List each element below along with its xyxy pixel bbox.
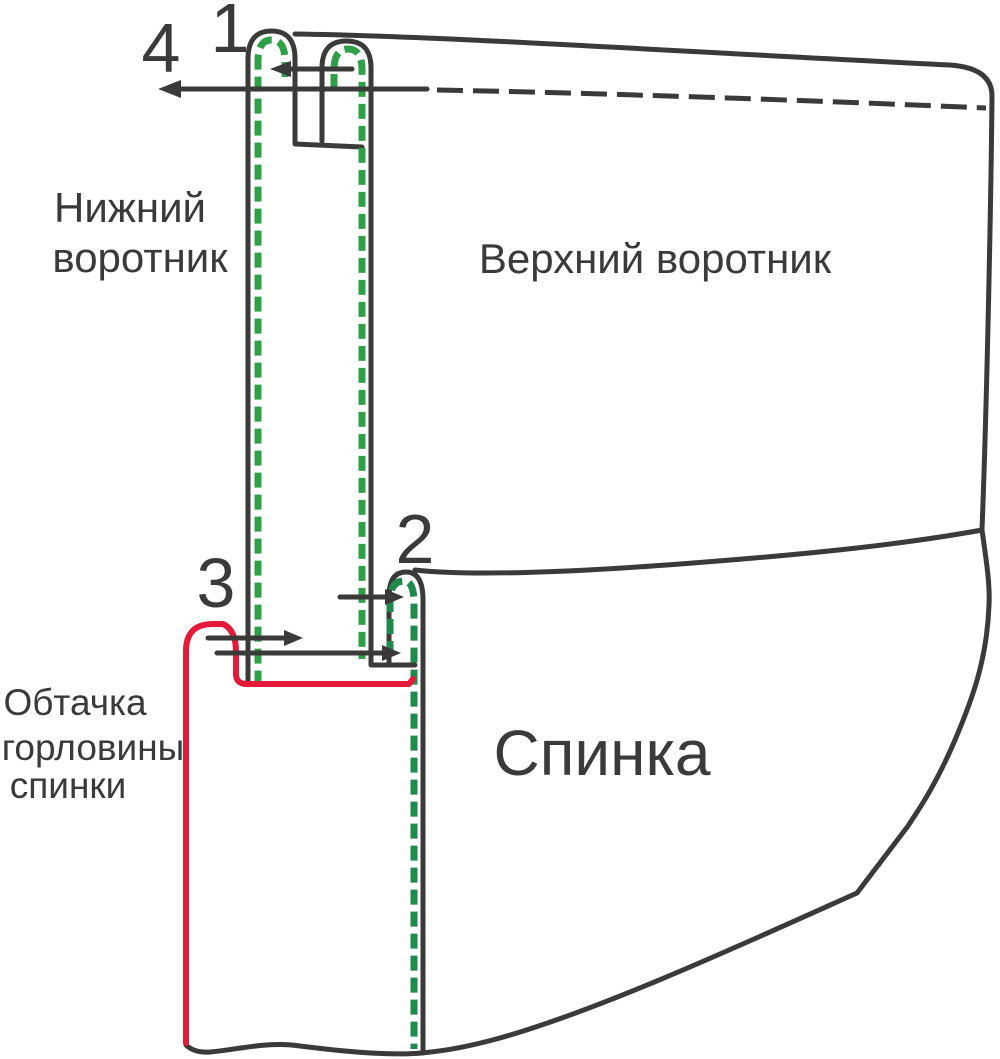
arrow1-head — [270, 61, 291, 77]
upper-collar-fold-outline — [319, 38, 374, 667]
upper-collar-right-edge — [979, 93, 995, 533]
lower-collar-fold-outline — [245, 28, 298, 686]
upper-collar-top-edge — [292, 31, 995, 99]
back-top-edge — [412, 527, 985, 576]
step-number-4: 4 — [142, 9, 181, 87]
arrow4-head — [158, 80, 181, 98]
arrow4-dashed-line — [436, 87, 987, 111]
label-lower-collar-line2: воротник — [52, 234, 228, 281]
back-neck-fold-outline — [386, 569, 426, 1056]
stitch-line-back-neck — [386, 577, 418, 1049]
stitch-line-lower-collar — [254, 36, 289, 682]
label-back: Спинка — [494, 717, 711, 789]
direction-arrows — [158, 61, 987, 661]
arrow3-long-head — [382, 645, 401, 661]
arrow3-head — [284, 630, 303, 646]
fold-notch-bottom-line — [292, 141, 365, 150]
neck-facing-outline — [183, 621, 416, 1046]
label-upper-collar: Верхний воротник — [479, 235, 832, 282]
label-facing-line1: Обтачка — [3, 682, 147, 723]
part-labels: Нижний воротник Верхний воротник Спинка … — [2, 184, 832, 806]
label-lower-collar-line1: Нижний — [54, 184, 206, 231]
label-facing-line3: спинки — [10, 765, 127, 806]
stitch-lines — [254, 36, 418, 1049]
stitch-line-upper-collar — [330, 45, 366, 659]
step-number-1: 1 — [211, 0, 250, 67]
fabric-outlines — [183, 28, 995, 1057]
back-right-and-bottom-edge — [183, 527, 992, 1057]
arrow2-head — [385, 589, 404, 605]
label-facing-line2: горловины — [2, 727, 185, 768]
step-numbers: 1 4 2 3 — [142, 0, 435, 622]
step-number-2: 2 — [396, 500, 435, 578]
step-number-3: 3 — [197, 544, 236, 622]
